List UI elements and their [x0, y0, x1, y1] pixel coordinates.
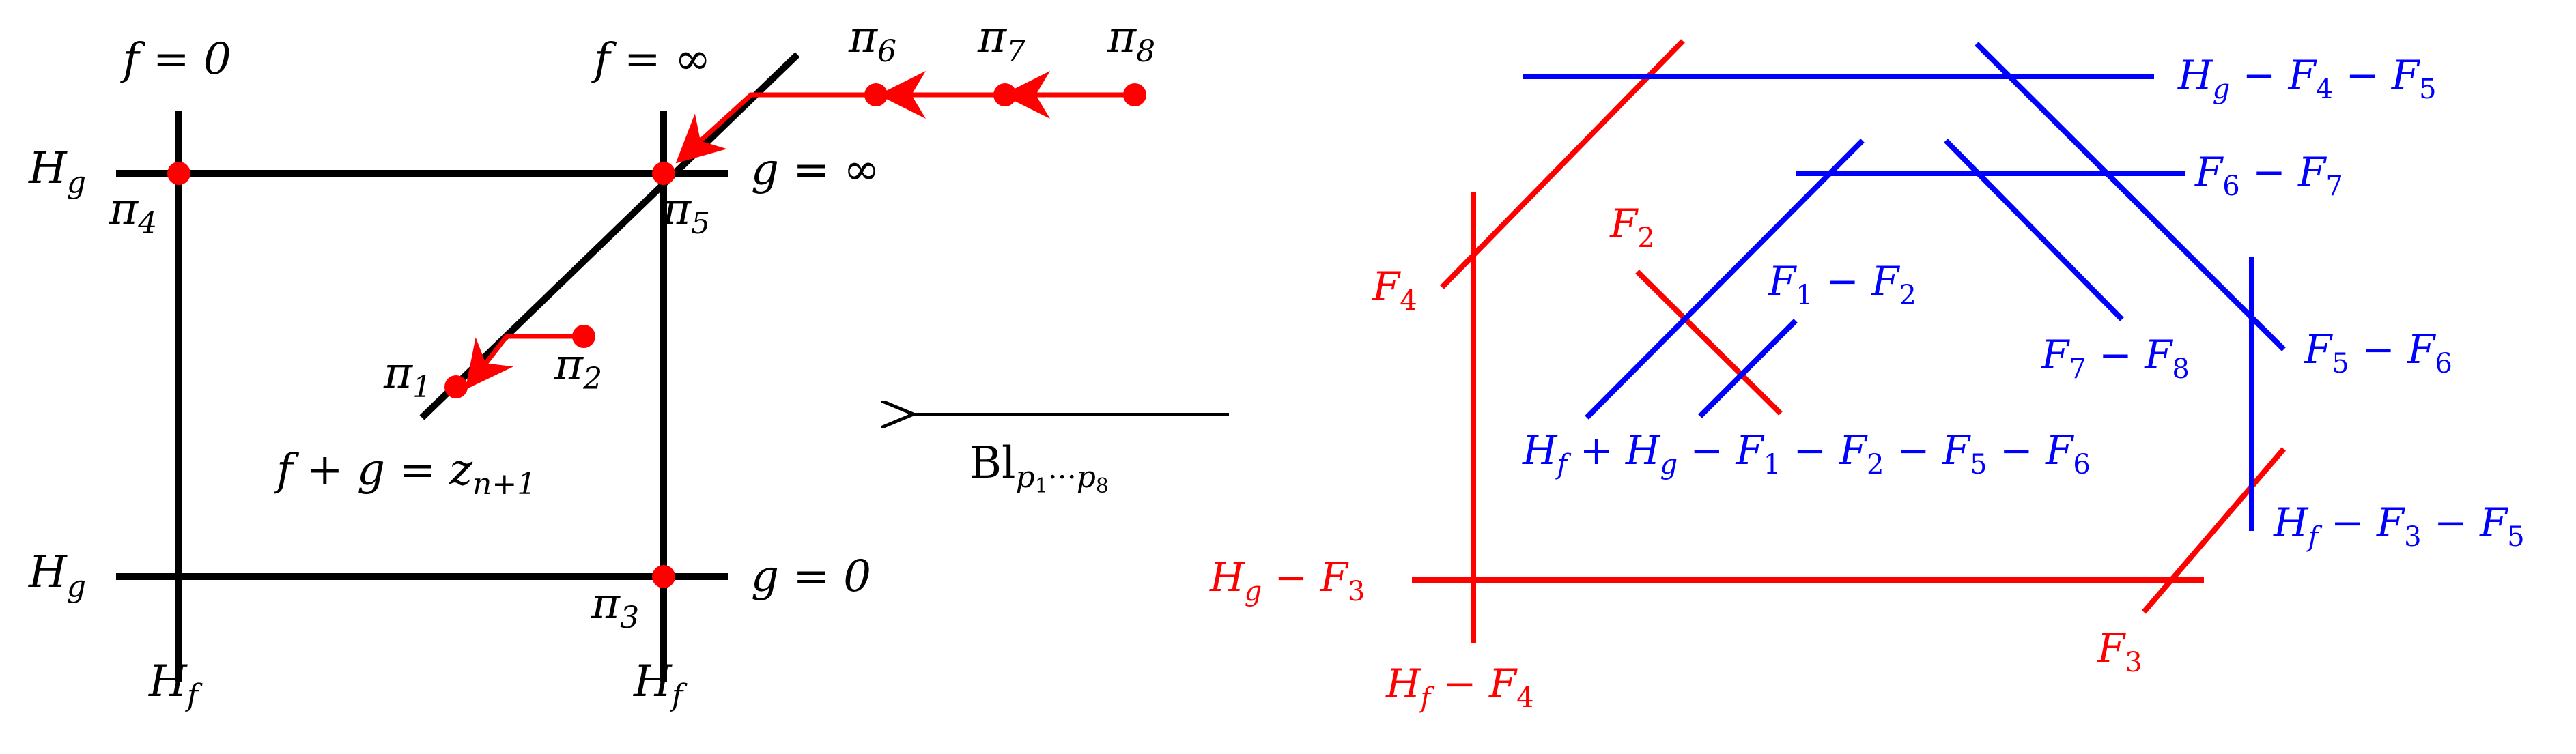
label-F5-F6: F5 − F6 [2304, 326, 2452, 379]
label-pi5: π5 [662, 184, 710, 241]
label-Hf-F4: Hf − F4 [1385, 661, 1534, 714]
blowup-arrow: Blp1···p8 [908, 414, 1229, 498]
label-f0: f = 0 [120, 34, 231, 85]
point-pi1 [444, 375, 468, 398]
label-F2: F2 [1609, 201, 1655, 254]
blue-line-F1-F2 [1698, 319, 1798, 418]
label-F1-F2: F1 − F2 [1768, 258, 1916, 311]
label-pi1: π1 [383, 348, 431, 405]
label-F6-F7: F6 − F7 [2194, 149, 2343, 202]
label-pi2: π2 [554, 340, 602, 396]
line-diagonal [419, 52, 800, 420]
point-pi7 [993, 83, 1017, 106]
label-pi3: π3 [591, 579, 639, 635]
label-pi7: π7 [977, 12, 1025, 69]
red-line-F4 [1440, 39, 1685, 289]
label-F7-F8: F7 − F8 [2041, 332, 2190, 385]
point-pi3 [652, 565, 675, 588]
red-path-pi2-pi1 [465, 334, 584, 390]
right-diagram: Hg − F4 − F5 F6 − F7 F1 − F2 F7 − F8 F5 … [1209, 39, 2525, 714]
label-pi6: π6 [848, 12, 896, 69]
red-path-pi6-pi5 [675, 92, 876, 164]
label-finf: f = ∞ [591, 34, 711, 85]
point-pi4 [167, 162, 190, 185]
label-Hg-top: Hg [28, 143, 86, 200]
point-pi8 [1123, 83, 1146, 106]
label-Hg-F4-F5: Hg − F4 − F5 [2177, 52, 2437, 105]
label-Hf-right: Hf [633, 656, 688, 713]
label-Hg-bottom: Hg [28, 547, 86, 604]
label-pi4: π4 [109, 184, 157, 241]
red-line-F2 [1635, 270, 1783, 416]
point-pi2 [572, 325, 595, 348]
red-line-F3 [2141, 447, 2287, 614]
blue-line-F5-F6 [1975, 42, 2286, 351]
label-ginf: g = ∞ [751, 145, 880, 195]
label-F4: F4 [1372, 263, 1417, 317]
label-pi8: π8 [1107, 12, 1155, 69]
label-Hf-left: Hf [148, 656, 203, 713]
label-g0: g = 0 [751, 551, 871, 602]
blowup-label: Blp1···p8 [969, 438, 1109, 498]
blue-line-F7-F8 [1944, 139, 2124, 321]
label-Hg-F3: Hg − F3 [1209, 554, 1365, 607]
label-Hf-F3-F5: Hf − F3 − F5 [2273, 499, 2525, 553]
left-diagram: f = 0 f = ∞ g = ∞ g = 0 Hg Hg Hf Hf f + … [28, 12, 1155, 713]
point-pi6 [864, 83, 888, 106]
point-pi5 [652, 162, 675, 185]
blue-line-long-diag [1585, 139, 1865, 420]
label-Hf-Hg-F1-F2-F5-F6: Hf + Hg − F1 − F2 − F5 − F6 [1522, 427, 2091, 480]
label-curve: f + g = zn+1 [274, 445, 536, 502]
label-F3: F3 [2097, 625, 2142, 678]
